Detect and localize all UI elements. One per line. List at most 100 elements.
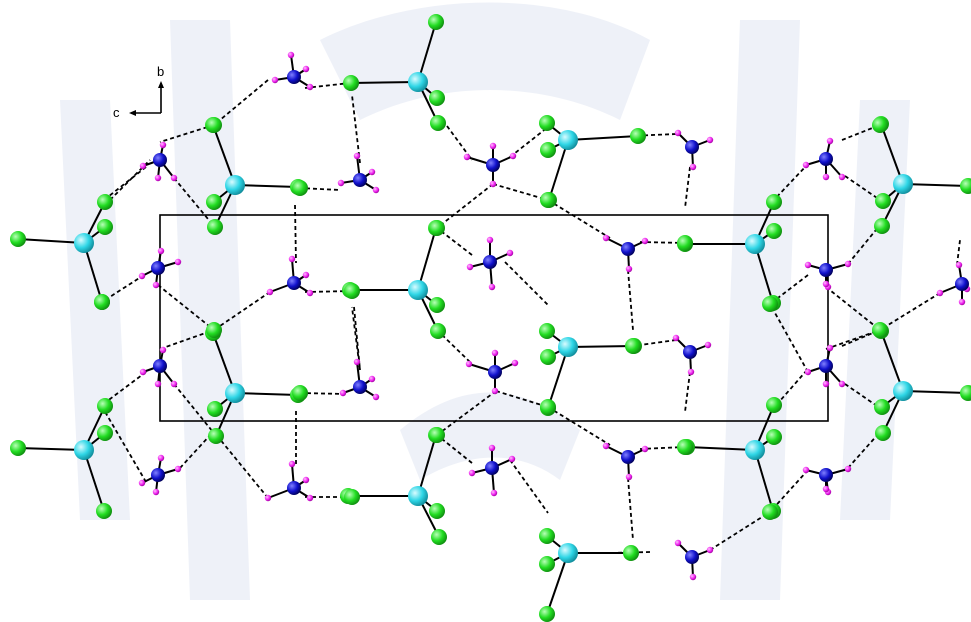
covalent-bond xyxy=(754,449,774,512)
metal-atom xyxy=(745,440,765,460)
chlorine-atom xyxy=(540,142,556,158)
background-watermark xyxy=(60,2,910,600)
hydrogen-atom xyxy=(302,271,310,279)
chlorine-atom xyxy=(292,180,308,196)
hydrogen-atom xyxy=(838,380,846,388)
metal-atom xyxy=(74,233,94,253)
hydrogen-atom xyxy=(838,173,846,181)
metal-atom xyxy=(745,234,765,254)
hydrogen-atom xyxy=(170,380,178,388)
watermark-shape xyxy=(840,100,910,520)
chlorine-atom xyxy=(766,429,782,445)
chlorine-atom xyxy=(430,115,446,131)
nitrogen-atom xyxy=(353,380,367,394)
hydrogen-atom xyxy=(687,368,695,376)
hydrogen-atom xyxy=(489,142,497,150)
watermark-shape xyxy=(400,392,580,480)
chlorine-atom xyxy=(429,220,445,236)
hydrogen-atom xyxy=(174,258,182,266)
hydrogen-bond xyxy=(879,292,941,331)
nitrogen-atom xyxy=(486,158,500,172)
chlorine-atom xyxy=(623,545,639,561)
hydrogen-atom xyxy=(844,465,852,473)
hydrogen-atom xyxy=(302,65,310,73)
chlorine-atom xyxy=(960,178,971,194)
covalent-bond xyxy=(212,332,236,394)
chlorine-atom xyxy=(540,349,556,365)
chlorine-atom xyxy=(625,338,641,354)
chlorine-atom xyxy=(208,428,224,444)
chlorine-atom xyxy=(429,297,445,313)
covalent-bond xyxy=(880,123,904,185)
chlorine-atom xyxy=(677,235,693,251)
hydrogen-atom xyxy=(368,168,376,176)
hydrogen-atom xyxy=(288,460,296,468)
chlorine-atom xyxy=(429,427,445,443)
covalent-bond xyxy=(567,345,635,348)
chlorine-atom xyxy=(344,489,360,505)
hydrogen-atom xyxy=(271,76,279,84)
hydrogen-atom xyxy=(306,494,314,502)
hydrogen-atom xyxy=(491,349,499,357)
chlorine-atom xyxy=(540,192,556,208)
chlorine-atom xyxy=(872,117,888,133)
nitrogen-atom xyxy=(153,153,167,167)
nitrogen-atom xyxy=(151,468,165,482)
hydrogen-atom xyxy=(159,141,167,149)
metal-atom xyxy=(558,130,578,150)
hydrogen-atom xyxy=(625,265,633,273)
hydrogen-atom xyxy=(641,237,649,245)
hydrogen-bond xyxy=(213,431,269,499)
chlorine-atom xyxy=(874,399,890,415)
hydrogen-atom xyxy=(955,261,963,269)
chlorine-atom xyxy=(428,14,444,30)
hydrogen-atom xyxy=(152,281,160,289)
nitrogen-atom xyxy=(819,359,833,373)
hydrogen-bond xyxy=(495,390,549,408)
hydrogen-atom xyxy=(704,341,712,349)
chlorine-atom xyxy=(430,323,446,339)
covalent-bond xyxy=(212,124,236,186)
nitrogen-atom xyxy=(287,481,301,495)
chlorine-atom xyxy=(872,322,888,338)
hydrogen-bond xyxy=(103,166,147,201)
c-axis-label: c xyxy=(113,105,120,120)
hydrogen-atom xyxy=(488,444,496,452)
nitrogen-atom xyxy=(485,461,499,475)
nitrogen-atom xyxy=(488,365,502,379)
hydrogen-atom xyxy=(154,174,162,182)
chlorine-atom xyxy=(630,128,646,144)
metal-atom xyxy=(225,175,245,195)
hydrogen-atom xyxy=(706,546,714,554)
hydrogen-bond xyxy=(847,431,881,469)
hydrogen-bond xyxy=(351,94,361,164)
hydrogen-atom xyxy=(826,137,834,145)
metal-atom xyxy=(408,280,428,300)
hydrogen-atom xyxy=(489,180,497,188)
nitrogen-atom xyxy=(287,70,301,84)
hydrogen-atom xyxy=(264,494,272,502)
hydrogen-atom xyxy=(822,280,830,288)
hydrogen-atom xyxy=(511,359,519,367)
chlorine-atom xyxy=(207,401,223,417)
hydrogen-atom xyxy=(641,445,649,453)
chlorine-atom xyxy=(677,439,693,455)
chlorine-atom xyxy=(207,219,223,235)
covalent-bond xyxy=(902,183,969,187)
hydrogen-atom xyxy=(490,489,498,497)
hydrogen-atom xyxy=(463,153,471,161)
hydrogen-atom xyxy=(602,234,610,242)
chlorine-atom xyxy=(766,223,782,239)
metal-atom xyxy=(893,381,913,401)
covalent-bond xyxy=(83,449,105,512)
covalent-bond xyxy=(234,184,299,188)
hydrogen-atom xyxy=(372,186,380,194)
hydrogen-bond xyxy=(684,166,691,209)
chlorine-atom xyxy=(97,219,113,235)
hydrogen-bond xyxy=(436,183,494,229)
hydrogen-atom xyxy=(674,129,682,137)
hydrogen-atom xyxy=(706,136,714,144)
covalent-bond xyxy=(567,135,639,141)
hydrogen-atom xyxy=(157,247,165,255)
